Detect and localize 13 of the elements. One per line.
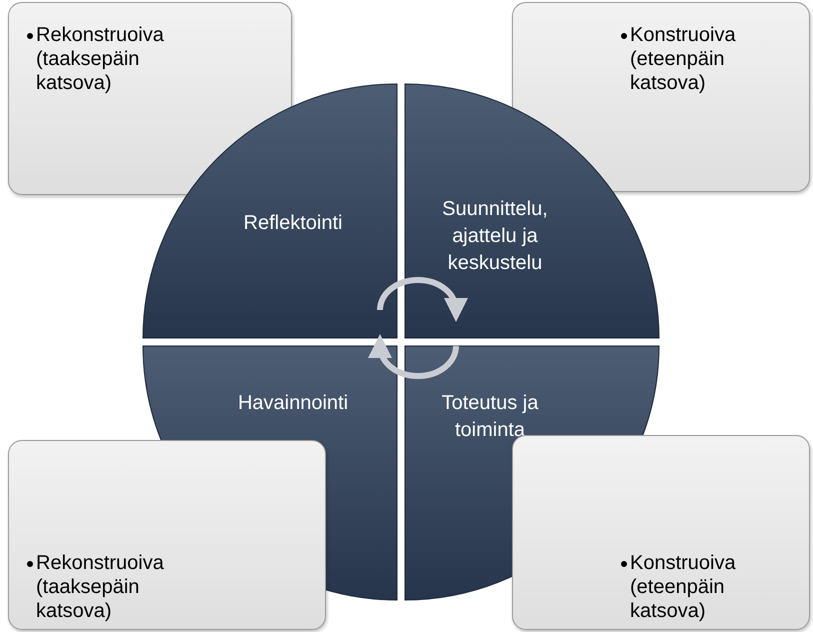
- segment-label: Suunnittelu, ajattelu ja keskustelu: [441, 197, 549, 276]
- text-card: [512, 435, 810, 630]
- bullet-text: Konstruoiva (eteenpäin katsova): [630, 551, 737, 623]
- bullet-text: Konstruoiva (eteenpäin katsova): [630, 23, 737, 95]
- bullet-text: Rekonstruoiva (taaksepäin katsova): [36, 23, 165, 95]
- bullet-text: Rekonstruoiva (taaksepäin katsova): [36, 551, 165, 623]
- segment-label: Reflektointi: [242, 211, 344, 236]
- text-card: [512, 2, 810, 192]
- text-card: [8, 2, 292, 195]
- segment-label: Havainnointi: [236, 391, 350, 416]
- cycle-arrow: [377, 277, 467, 322]
- segment-label: Toteutus ja toiminta: [440, 391, 540, 443]
- text-card: [8, 440, 326, 630]
